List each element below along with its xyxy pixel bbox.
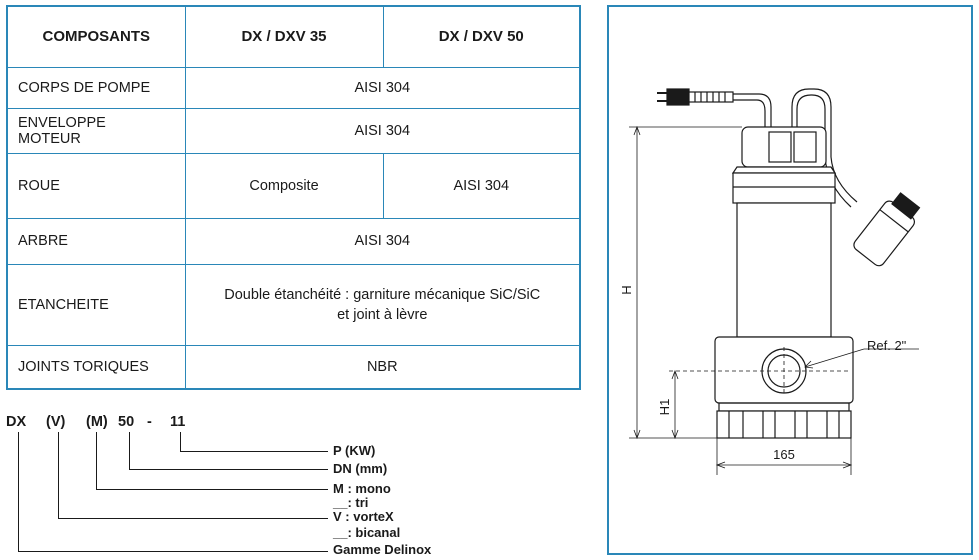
float-switch-icon <box>853 192 921 267</box>
row-value-etancheite-line1: Double étanchéité : garniture mécanique … <box>224 286 541 303</box>
code-part-dash: - <box>147 414 152 430</box>
leader-line-dx-vertical <box>18 432 19 551</box>
code-part-m: (M) <box>86 414 108 430</box>
leader-line-v-vertical <box>58 432 59 518</box>
leader-line-dn-vertical <box>129 432 130 469</box>
code-part-v: (V) <box>46 414 66 430</box>
legend-bicanal: __: bicanal <box>333 525 401 540</box>
leader-line-m-vertical <box>96 432 97 489</box>
row-label-joints: JOINTS TORIQUES <box>6 344 186 390</box>
row-label-enveloppe-line2: MOTEUR <box>18 130 81 147</box>
row-value-etancheite-line2: et joint à lèvre <box>337 306 428 323</box>
legend-m-mono: M : mono <box>333 481 391 496</box>
legend-v-vortex: V : vorteX <box>333 509 394 524</box>
code-part-dx: DX <box>6 414 27 430</box>
pump-base <box>716 410 852 439</box>
leader-line-dx-horizontal <box>18 551 328 552</box>
header-composants: COMPOSANTS <box>6 5 186 68</box>
dimension-width-label: 165 <box>773 447 795 462</box>
row-label-enveloppe-line1: ENVELOPPE <box>18 114 106 131</box>
legend-dn-mm: DN (mm) <box>333 461 388 476</box>
row-label-enveloppe: ENVELOPPE MOTEUR <box>6 107 186 154</box>
dimension-h-label: H <box>619 285 634 294</box>
pump-drawing: H H1 165 Ref. 2" <box>619 88 921 475</box>
leader-line-p-horizontal <box>180 451 328 452</box>
table-row-joints: JOINTS TORIQUES NBR <box>6 344 581 390</box>
leader-line-m-horizontal <box>96 489 328 490</box>
leader-line-dn-horizontal <box>129 469 328 470</box>
row-value-roue-50: AISI 304 <box>382 152 581 219</box>
table-row-corps: CORPS DE POMPE AISI 304 <box>6 66 581 109</box>
row-value-arbre: AISI 304 <box>184 217 581 265</box>
ref-label: Ref. 2" <box>867 338 907 353</box>
code-part-11: 11 <box>170 414 186 430</box>
row-value-roue-35: Composite <box>184 152 384 219</box>
table-row-etancheite: ETANCHEITE Double étanchéité : garniture… <box>6 263 581 346</box>
legend-tri: __: tri <box>333 495 369 510</box>
model-code-legend: DX (V) (M) 50 - 11 P (KW) DN (mm) M : mo… <box>0 405 600 560</box>
code-part-50: 50 <box>118 414 135 430</box>
table-header-row: COMPOSANTS DX / DXV 35 DX / DXV 50 <box>6 5 581 68</box>
leader-line-p-vertical <box>180 432 181 451</box>
leader-line-v-horizontal <box>58 518 328 519</box>
table-row-enveloppe: ENVELOPPE MOTEUR AISI 304 <box>6 107 581 154</box>
legend-gamme-delinox: Gamme Delinox <box>333 542 432 557</box>
components-table: COMPOSANTS DX / DXV 35 DX / DXV 50 CORPS… <box>6 5 581 390</box>
pump-drawing-panel: H H1 165 Ref. 2" <box>607 5 973 555</box>
row-value-corps: AISI 304 <box>184 66 581 109</box>
pump-motor-body <box>736 202 832 338</box>
legend-p-kw: P (KW) <box>333 443 376 458</box>
row-label-arbre: ARBRE <box>6 217 186 265</box>
row-value-joints: NBR <box>184 344 581 390</box>
header-dx-dxv-50: DX / DXV 50 <box>382 5 581 68</box>
row-value-etancheite: Double étanchéité : garniture mécanique … <box>184 263 581 346</box>
header-dx-dxv-35: DX / DXV 35 <box>184 5 384 68</box>
table-row-arbre: ARBRE AISI 304 <box>6 217 581 265</box>
dimension-h1-label: H1 <box>657 399 672 416</box>
row-label-roue: ROUE <box>6 152 186 219</box>
pump-top-cover <box>741 126 827 168</box>
row-label-corps: CORPS DE POMPE <box>6 66 186 109</box>
power-plug-icon <box>657 88 734 106</box>
row-value-enveloppe: AISI 304 <box>184 107 581 154</box>
row-label-etancheite: ETANCHEITE <box>6 263 186 346</box>
table-row-roue: ROUE Composite AISI 304 <box>6 152 581 219</box>
